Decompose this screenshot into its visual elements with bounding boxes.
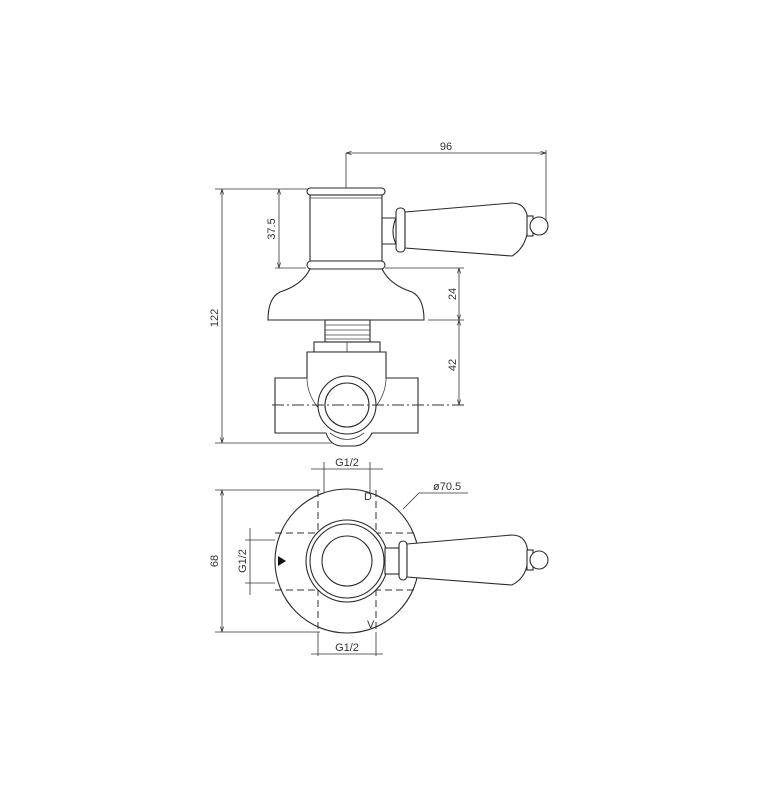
- dimension-overall-depth: 68: [209, 489, 320, 633]
- hex-nut: [313, 341, 381, 353]
- dimension-label-37-5: 37.5: [266, 218, 278, 239]
- marker-d: D: [364, 491, 372, 503]
- flow-direction-icon: [278, 556, 286, 566]
- dimension-label-g12-bottom: G1/2: [335, 642, 359, 654]
- dimension-label-24: 24: [447, 288, 459, 300]
- dimension-label-68: 68: [209, 555, 221, 567]
- dimension-label-g12-left: G1/2: [237, 549, 249, 573]
- handle-hub-plan: [305, 519, 389, 603]
- side-view: 96 122 37.5 24 42: [209, 141, 549, 447]
- dimension-label-122: 122: [209, 309, 221, 327]
- valve-body: [272, 351, 464, 447]
- dimension-escutcheon-diameter: ø70.5: [402, 481, 468, 510]
- dimension-overall-width: 96: [345, 141, 547, 222]
- dimension-port-top: G1/2: [311, 457, 383, 492]
- threaded-stem: [324, 319, 371, 343]
- dimension-port-bottom: G1/2: [311, 632, 383, 656]
- marker-v: V: [367, 619, 375, 631]
- dimension-label-g12-top: G1/2: [335, 457, 359, 469]
- dimension-overall-height: 122: [209, 188, 335, 444]
- dimension-port-left: G1/2: [237, 528, 275, 595]
- escutcheon: [267, 268, 425, 321]
- dimension-label-70-5: ø70.5: [433, 481, 461, 493]
- dimension-handle-height: 37.5: [266, 189, 306, 269]
- lever-handle: [381, 202, 549, 257]
- dimension-body-centerline: 42: [447, 320, 459, 405]
- lever-handle-plan: [384, 534, 549, 586]
- handle-hub: [306, 187, 386, 270]
- plan-view: G1/2 ø70.5 68 G1/2: [209, 457, 549, 656]
- dimension-label-42: 42: [447, 359, 459, 371]
- dimension-label-96: 96: [440, 141, 452, 153]
